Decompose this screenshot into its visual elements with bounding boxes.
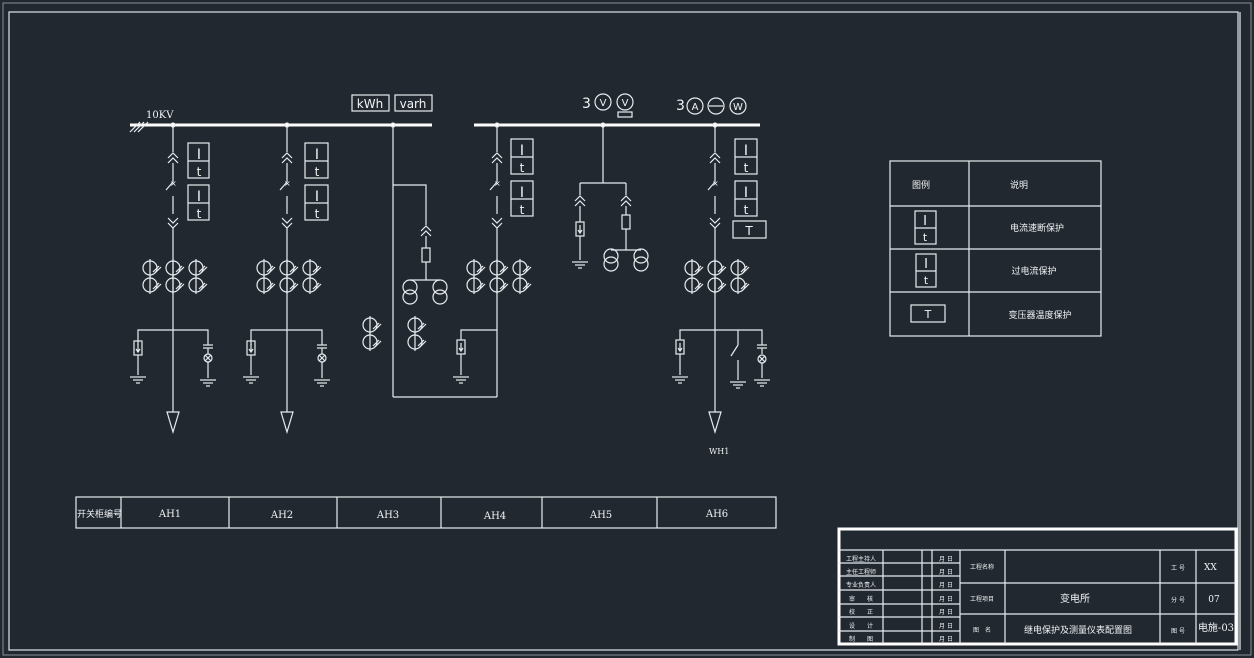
svg-text:I: I: [315, 147, 319, 163]
svg-text:t: t: [744, 161, 749, 175]
stage-value: XX: [1204, 563, 1217, 573]
role-label: 制 图: [849, 635, 873, 643]
wattmeter-icon: [729, 97, 747, 115]
legend-symbol-time: t: [923, 231, 928, 244]
title-block: [837, 527, 1238, 646]
relay-boxes: [187, 138, 767, 239]
feeder-ah1: ×: [129, 122, 217, 435]
role-label: 工程主持人: [846, 555, 876, 563]
feeder-ah4: ×: [452, 122, 532, 397]
drawing-name-value: 继电保护及测量仪表配置图: [1024, 624, 1132, 636]
date-label: 月 日: [939, 596, 953, 603]
cabinet-cell: AH3: [376, 510, 399, 521]
drawing-no-value: 电施-03: [1198, 621, 1234, 634]
legend-row-desc: 电流速断保护: [1010, 222, 1064, 234]
cabinet-cell: AH5: [589, 510, 612, 521]
wattmeter-symbol: W: [733, 102, 743, 113]
legend-symbol-time-2: t: [924, 274, 929, 287]
cabinet-cell: AH1: [158, 509, 181, 520]
project-item-value: 变电所: [1060, 592, 1090, 605]
stage-label: 工 号: [1171, 565, 1185, 572]
svg-text:I: I: [520, 185, 524, 201]
sheet-value: 07: [1208, 595, 1220, 605]
cabinet-cell: AH6: [705, 509, 728, 520]
kwh-meter-box: [351, 94, 390, 112]
role-label: 设 计: [849, 622, 873, 630]
svg-text:t: t: [315, 207, 320, 221]
sheet-label: 分 号: [1171, 596, 1185, 604]
svg-text:×: ×: [494, 179, 501, 188]
inner-border: [8, 11, 1239, 651]
legend-table: [889, 160, 1102, 337]
date-label: 月 日: [939, 609, 953, 616]
legend-row-desc: 变压器温度保护: [1008, 309, 1071, 321]
role-label: 审 核: [849, 595, 873, 603]
varh-meter-label: varh: [400, 97, 427, 111]
date-label: 月 日: [939, 556, 953, 563]
role-label: 主任工程师: [846, 568, 876, 576]
outgoing-label: WH1: [709, 447, 729, 456]
svg-text:I: I: [520, 143, 524, 159]
date-label: 月 日: [939, 623, 953, 630]
svg-text:t: t: [197, 165, 202, 179]
power-factor-meter-icon: [707, 97, 725, 115]
svg-text:I: I: [197, 147, 201, 163]
cabinet-ah5: [571, 122, 649, 272]
ammeter-prefix: 3: [676, 98, 685, 114]
cabinet-number-table: [75, 496, 777, 529]
svg-text:×: ×: [170, 179, 177, 188]
project-name-label: 工程名称: [970, 563, 994, 571]
svg-text:t: t: [197, 207, 202, 221]
legend-header-symbol: 图例: [912, 179, 930, 191]
svg-text:I: I: [197, 189, 201, 205]
feeder-ah6: ×: [671, 122, 771, 435]
cabinet-table-header: 开关柜编号: [77, 508, 122, 520]
title-block-dates: 月 日 月 日 月 日 月 日 月 日 月 日 月 日: [939, 556, 953, 643]
role-label: 校 正: [849, 608, 873, 616]
varh-meter-box: [394, 94, 433, 112]
legend-symbol-current: I: [923, 214, 927, 229]
svg-text:t: t: [520, 203, 525, 217]
date-label: 月 日: [939, 569, 953, 576]
cabinet-cell: AH4: [483, 511, 506, 522]
title-block-roles: 工程主持人 主任工程师 专业负责人 审 核 校 正 设 计 制 图: [846, 555, 876, 643]
project-item-label: 工程项目: [970, 595, 994, 603]
role-label: 专业负责人: [846, 581, 876, 589]
cabinet-cell: AH2: [270, 510, 293, 521]
svg-text:I: I: [315, 189, 319, 205]
voltmeter-icon: [616, 93, 634, 111]
svg-text:I: I: [744, 185, 748, 201]
legend-symbol-current-2: I: [924, 257, 928, 272]
svg-text:×: ×: [284, 179, 291, 188]
voltage-label: 10KV: [146, 110, 174, 121]
busbar-hatch-icon: [129, 121, 149, 133]
date-label: 月 日: [939, 582, 953, 589]
voltmeter-sub-symbol: V: [600, 98, 607, 109]
date-label: 月 日: [939, 636, 953, 643]
kwh-meter-label: kWh: [357, 97, 383, 111]
legend-symbol-temp: T: [924, 308, 932, 321]
drawing-name-label: 图 名: [973, 626, 991, 634]
svg-text:I: I: [744, 143, 748, 159]
voltmeter-sub-icon: [594, 93, 612, 111]
svg-text:t: t: [744, 203, 749, 217]
svg-text:t: t: [315, 165, 320, 179]
relay-box-labels: I t I t I t I t I t I t I t I t T: [197, 143, 754, 238]
voltmeter-symbol: V: [622, 98, 629, 109]
svg-text:×: ×: [712, 179, 719, 188]
legend-header-desc: 说明: [1010, 179, 1028, 191]
svg-text:t: t: [520, 161, 525, 175]
legend-row-desc: 过电流保护: [1011, 265, 1056, 277]
cabinet-ah3: [362, 122, 497, 398]
voltmeter-prefix: 3: [582, 96, 591, 112]
drawing-no-label: 图 号: [1171, 628, 1185, 635]
voltmeter-switch-icon: [617, 111, 633, 118]
ammeter-symbol: A: [692, 102, 699, 113]
feeder-ah2: ×: [242, 122, 331, 435]
svg-text:T: T: [744, 224, 753, 238]
ammeter-icon: [686, 97, 704, 115]
